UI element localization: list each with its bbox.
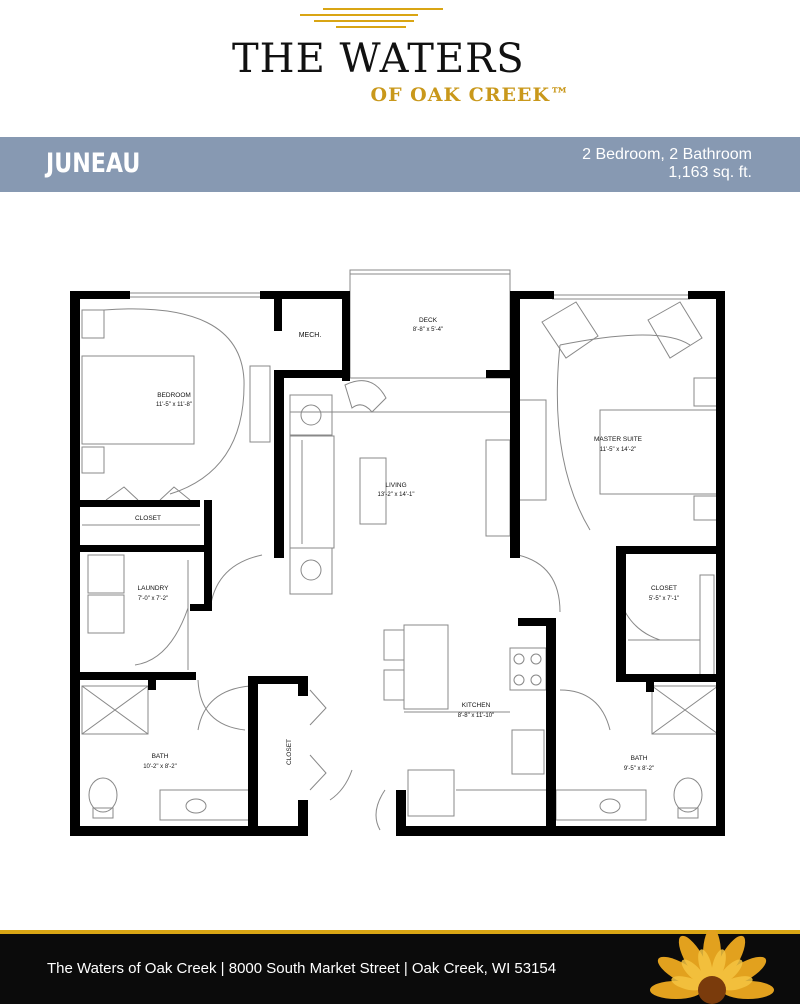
walls	[70, 291, 725, 836]
footer-accent-line	[0, 930, 800, 934]
room-size-master-suite: 11'-5" x 14'-2"	[600, 447, 636, 453]
room-label-laundry: LAUNDRY	[138, 585, 170, 592]
room-label-master-suite: MASTER SUITE	[594, 436, 643, 443]
logo-title: THE WATERS	[232, 36, 525, 82]
footer-address: The Waters of Oak Creek | 8000 South Mar…	[47, 960, 557, 977]
room-size-bath-right: 9'-5" x 8'-2"	[624, 766, 654, 772]
logo-subtitle: OF OAK CREEK™	[370, 84, 570, 106]
title-bar: JUNEAU 2 Bedroom, 2 Bathroom 1,163 sq. f…	[0, 137, 800, 192]
room-size-bath-left: 10'-2" x 8'-2"	[143, 764, 177, 770]
plan-info: 2 Bedroom, 2 Bathroom 1,163 sq. ft.	[582, 146, 752, 182]
room-size-closet-master: 5'-5" x 7'-1"	[649, 596, 679, 602]
flower-image	[650, 930, 774, 1004]
bedroom-bed	[81, 355, 195, 445]
floor-plan: DECK 8'-8" x 5'-4" MECH. BEDROOM 11'-5" …	[70, 269, 725, 836]
room-size-kitchen: 8'-8" x 11'-10"	[458, 713, 494, 719]
room-size-deck: 8'-8" x 5'-4"	[413, 327, 443, 333]
room-label-kitchen: KITCHEN	[462, 702, 491, 709]
room-label-deck: DECK	[419, 317, 438, 324]
footer: The Waters of Oak Creek | 8000 South Mar…	[0, 930, 800, 1004]
square-footage: 1,163 sq. ft.	[668, 164, 752, 181]
room-label-closet-hall: CLOSET	[286, 739, 293, 765]
room-size-living: 13'-2" x 14'-1"	[378, 492, 415, 498]
logo: THE WATERS OF OAK CREEK™	[228, 6, 573, 112]
room-label-living: LIVING	[385, 482, 406, 489]
room-label-closet-master: CLOSET	[651, 585, 677, 592]
room-size-laundry: 7'-0" x 7'-2"	[138, 596, 168, 602]
room-label-bedroom: BEDROOM	[157, 392, 191, 399]
bed-bath-count: 2 Bedroom, 2 Bathroom	[582, 146, 752, 163]
room-label-mech: MECH.	[299, 332, 322, 339]
room-size-bedroom: 11'-5" x 11'-8"	[156, 402, 192, 408]
room-label-closet-bedroom: CLOSET	[135, 515, 161, 522]
plan-name: JUNEAU	[46, 148, 141, 179]
room-label-bath-left: BATH	[152, 753, 169, 760]
room-label-bath-right: BATH	[631, 755, 648, 762]
